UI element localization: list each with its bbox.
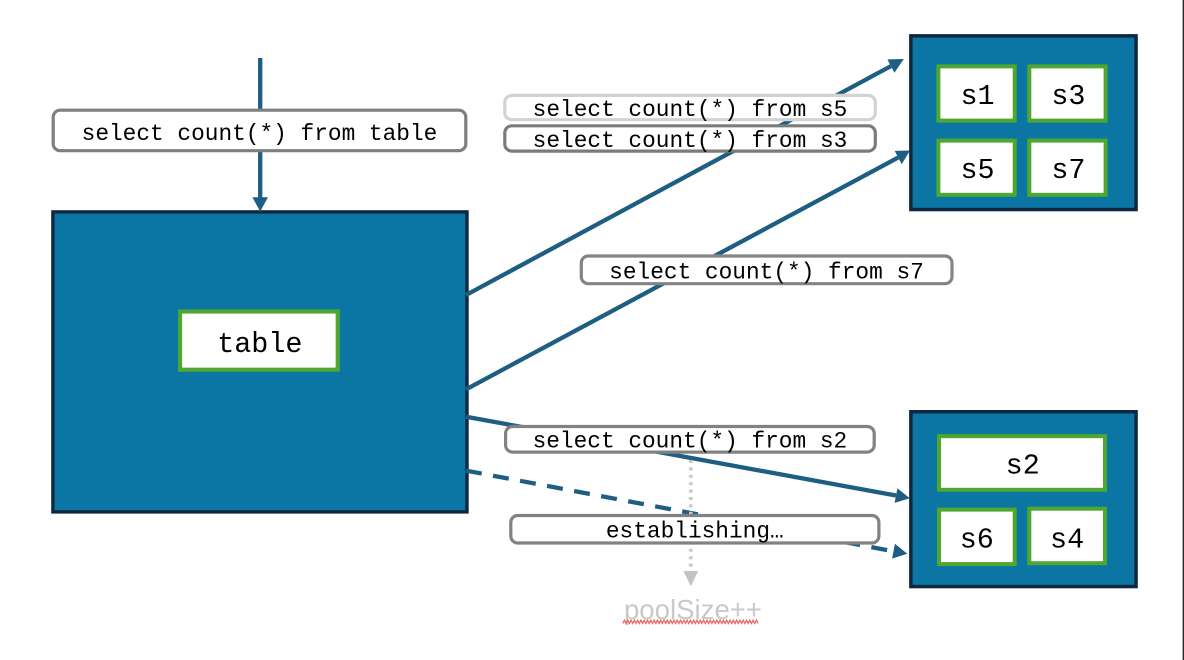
svg-text:s4: s4 (1050, 523, 1084, 556)
svg-text:s1: s1 (960, 80, 994, 113)
svg-text:select count(*) from s7: select count(*) from s7 (609, 259, 924, 285)
svg-text:s3: s3 (1051, 80, 1085, 113)
svg-text:s6: s6 (960, 523, 994, 556)
svg-text:select count(*) from s5: select count(*) from s5 (533, 97, 848, 123)
svg-text:s7: s7 (1051, 154, 1085, 187)
svg-text:establishing…: establishing… (606, 519, 784, 545)
svg-text:s5: s5 (960, 154, 994, 187)
svg-text:table: table (217, 328, 302, 361)
svg-text:select count(*) from s2: select count(*) from s2 (533, 429, 848, 455)
svg-text:select count(*) from s3: select count(*) from s3 (533, 128, 848, 154)
svg-text:select count(*) from table: select count(*) from table (82, 121, 438, 147)
svg-text:s2: s2 (1006, 450, 1040, 483)
